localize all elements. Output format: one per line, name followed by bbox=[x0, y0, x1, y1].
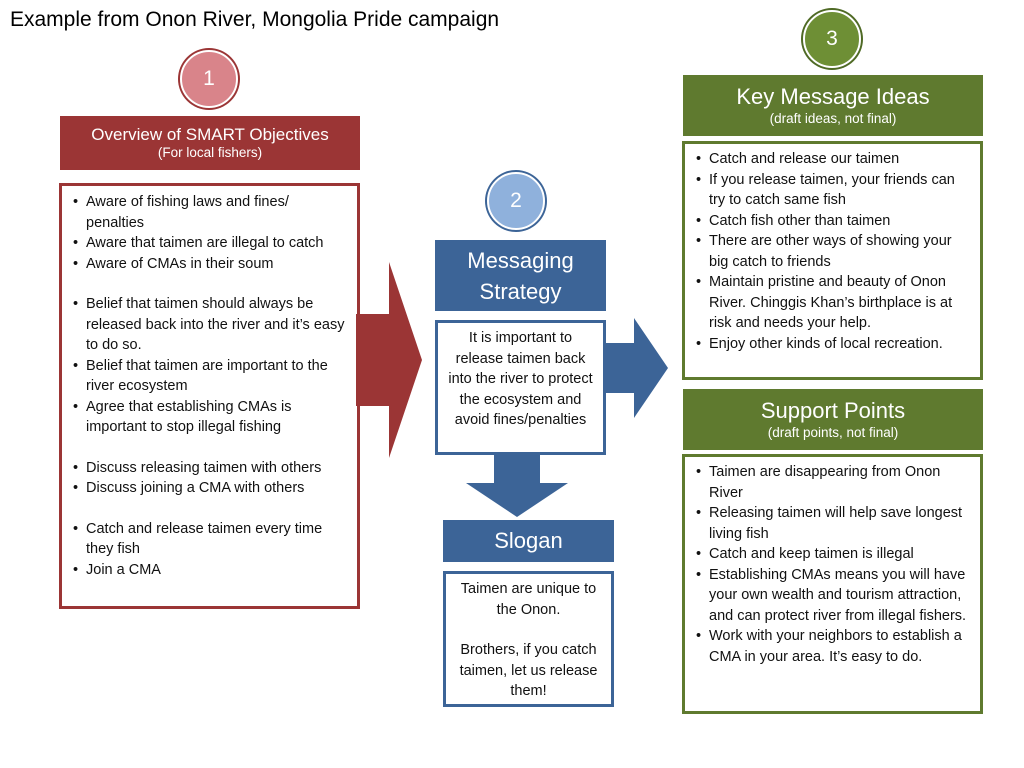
list-item: Catch and release our taimen bbox=[696, 149, 974, 170]
support-points-list: Taimen are disappearing from Onon River … bbox=[689, 462, 974, 667]
messaging-strategy-text: It is important to release taimen back i… bbox=[448, 330, 593, 428]
objectives-group-1: Aware of fishing laws and fines/ penalti… bbox=[66, 192, 349, 274]
support-points-subtitle: (draft points, not final) bbox=[767, 424, 899, 440]
list-item: Catch fish other than taimen bbox=[696, 211, 974, 232]
step-3-number: 3 bbox=[826, 27, 838, 50]
messaging-strategy-title: Messaging Strategy bbox=[467, 247, 574, 304]
list-item: Aware of fishing laws and fines/ penalti… bbox=[73, 192, 349, 233]
support-points-title: Support Points bbox=[760, 398, 906, 424]
list-item: Aware of CMAs in their soum bbox=[73, 254, 349, 275]
objectives-group-4: Catch and release taimen every time they… bbox=[66, 519, 349, 581]
list-item: Releasing taimen will help save longest … bbox=[696, 503, 974, 544]
step-1-badge: 1 bbox=[180, 50, 238, 108]
key-message-title: Key Message Ideas bbox=[736, 84, 930, 110]
objectives-group-3: Discuss releasing taimen with others Dis… bbox=[66, 458, 349, 499]
objectives-box: Aware of fishing laws and fines/ penalti… bbox=[59, 183, 360, 609]
list-item: Join a CMA bbox=[73, 560, 349, 581]
slogan-title: Slogan bbox=[494, 527, 563, 553]
messaging-strategy-header: Messaging Strategy bbox=[435, 240, 606, 311]
messaging-strategy-box: It is important to release taimen back i… bbox=[435, 320, 606, 455]
support-points-box: Taimen are disappearing from Onon River … bbox=[682, 454, 983, 714]
blue-arrow-right bbox=[606, 318, 668, 418]
objectives-group-2: Belief that taimen should always be rele… bbox=[66, 294, 349, 438]
list-item: Belief that taimen should always be rele… bbox=[73, 294, 349, 356]
list-item: Aware that taimen are illegal to catch bbox=[73, 233, 349, 254]
page-title: Example from Onon River, Mongolia Pride … bbox=[10, 8, 500, 31]
list-item: Belief that taimen are important to the … bbox=[73, 356, 349, 397]
list-item: Work with your neighbors to establish a … bbox=[696, 626, 974, 667]
list-item: Enjoy other kinds of local recreation. bbox=[696, 334, 974, 355]
slogan-line-2: Brothers, if you catch taimen, let us re… bbox=[459, 642, 598, 699]
list-item: Catch and release taimen every time they… bbox=[73, 519, 349, 560]
list-item: Catch and keep taimen is illegal bbox=[696, 544, 974, 565]
key-message-header: Key Message Ideas (draft ideas, not fina… bbox=[683, 75, 983, 136]
list-item: Establishing CMAs means you will have yo… bbox=[696, 565, 974, 627]
slogan-line-1: Taimen are unique to the Onon. bbox=[460, 581, 597, 618]
step-2-number: 2 bbox=[510, 189, 522, 212]
key-message-list: Catch and release our taimen If you rele… bbox=[689, 149, 974, 354]
list-item: If you release taimen, your friends can … bbox=[696, 170, 974, 211]
slogan-box: Taimen are unique to the Onon. Brothers,… bbox=[443, 571, 614, 707]
list-item: Agree that establishing CMAs is importan… bbox=[73, 397, 349, 438]
list-item: Discuss joining a CMA with others bbox=[73, 478, 349, 499]
objectives-header: Overview of SMART Objectives (For local … bbox=[60, 116, 360, 170]
support-points-header: Support Points (draft points, not final) bbox=[683, 389, 983, 450]
step-3-badge: 3 bbox=[803, 10, 861, 68]
objectives-subtitle: (For local fishers) bbox=[157, 145, 263, 161]
list-item: Maintain pristine and beauty of Onon Riv… bbox=[696, 272, 974, 334]
step-1-number: 1 bbox=[203, 67, 215, 90]
key-message-box: Catch and release our taimen If you rele… bbox=[682, 141, 983, 380]
list-item: Taimen are disappearing from Onon River bbox=[696, 462, 974, 503]
list-item: There are other ways of showing your big… bbox=[696, 231, 974, 272]
list-item: Discuss releasing taimen with others bbox=[73, 458, 349, 479]
red-arrow-right bbox=[356, 262, 422, 458]
blue-arrow-down bbox=[466, 455, 568, 517]
slogan-header: Slogan bbox=[443, 520, 614, 562]
key-message-subtitle: (draft ideas, not final) bbox=[769, 110, 897, 126]
objectives-title: Overview of SMART Objectives bbox=[91, 124, 329, 144]
step-2-badge: 2 bbox=[487, 172, 545, 230]
